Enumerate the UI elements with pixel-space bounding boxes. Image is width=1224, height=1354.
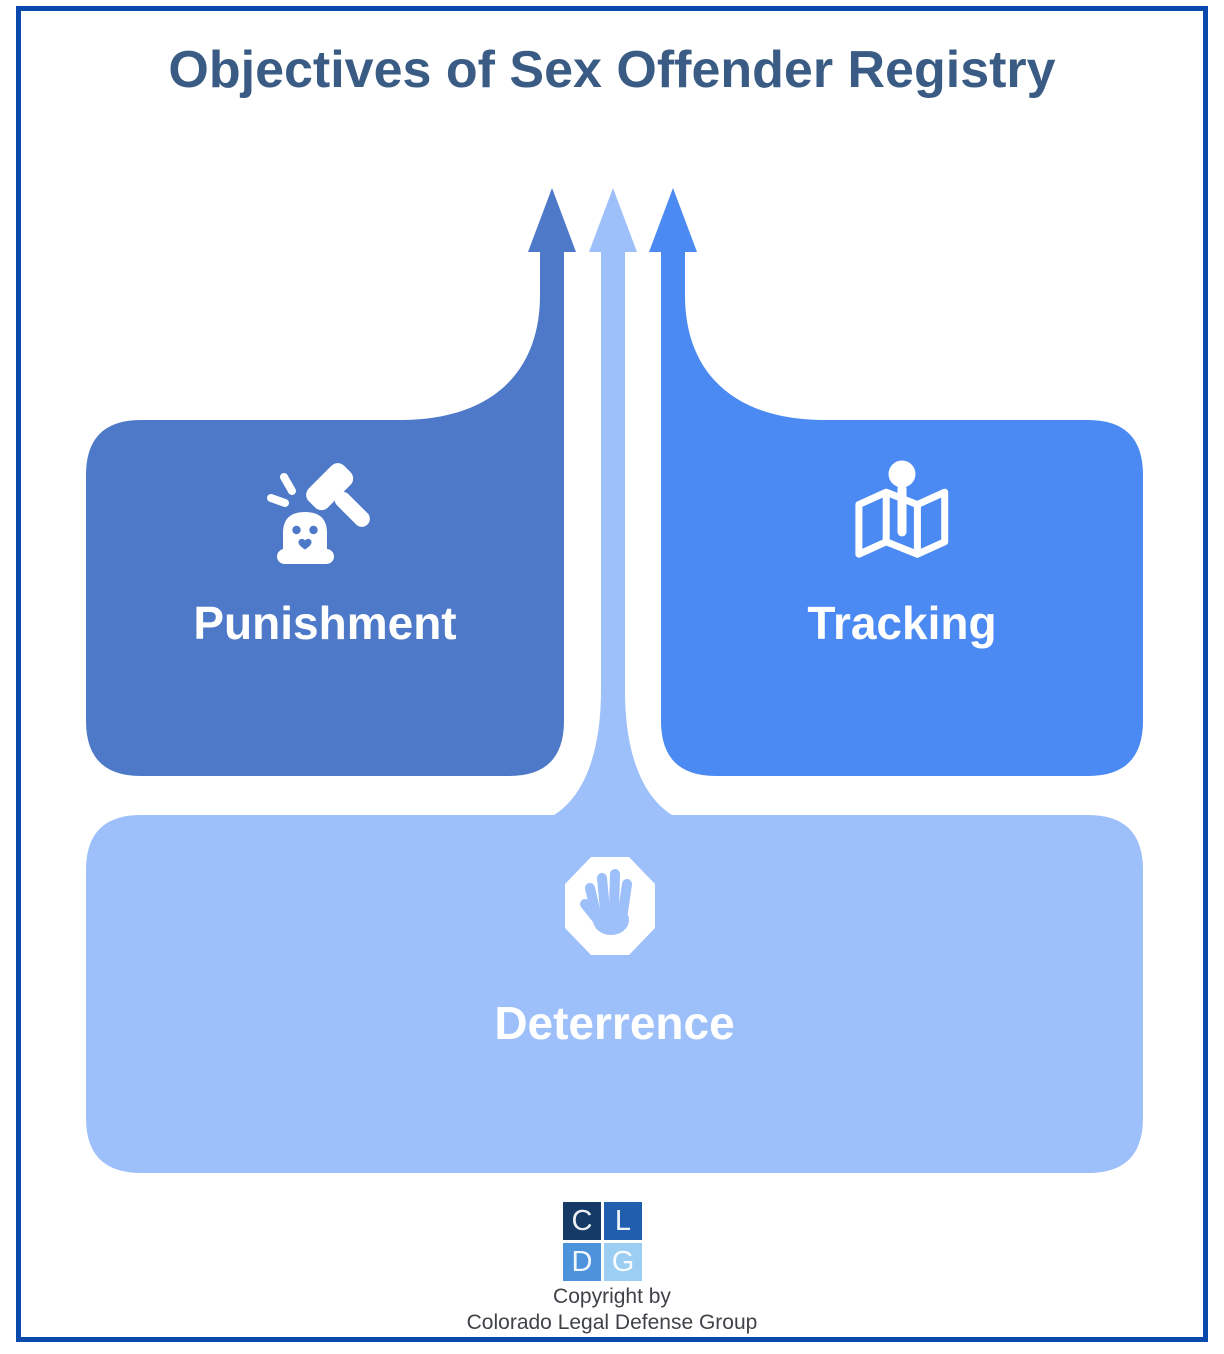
stop-hand-icon [565,857,655,955]
deterrence-label: Deterrence [494,997,735,1049]
punishment-label: Punishment [193,597,457,649]
logo-letter: G [611,1245,635,1278]
logo-letter: L [614,1204,632,1237]
copyright-line-2: Colorado Legal Defense Group [466,1311,758,1334]
map-pin-icon [855,460,949,558]
logo-square-l: L [604,1202,642,1240]
page-title: Objectives of Sex Offender Registry [168,41,1056,99]
logo-square-g: G [604,1243,642,1281]
whack-a-mole-hammer-icon [267,463,370,564]
cldg-logo: C L D G [563,1202,643,1282]
outer-border [16,6,1208,1342]
logo-letter: C [571,1204,593,1237]
tracking-label: Tracking [807,597,997,649]
copyright-line-1: Copyright by [553,1285,671,1308]
logo-square-d: D [563,1243,601,1281]
deterrence-card-with-up-arrow [86,188,1143,1173]
logo-letter: D [571,1245,593,1278]
logo-square-c: C [563,1202,601,1240]
copyright-text: Copyright by Colorado Legal Defense Grou… [0,1284,1224,1336]
